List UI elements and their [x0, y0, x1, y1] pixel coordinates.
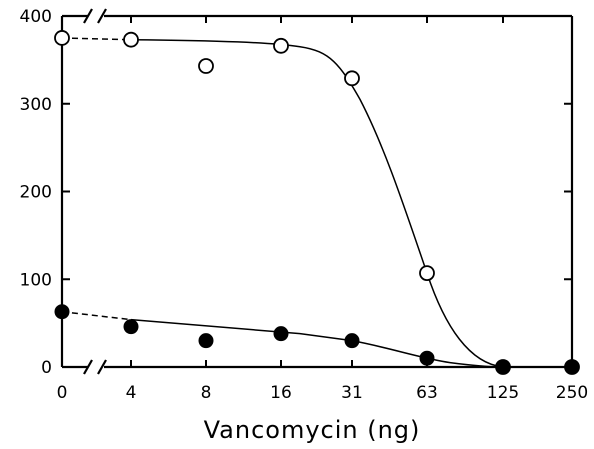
open-series-fit-line — [130, 38, 572, 368]
filled-circle-point — [198, 333, 214, 349]
y-tick-label: 100 — [20, 270, 52, 290]
filled-circle-point — [273, 326, 289, 342]
filled-circle-point — [495, 359, 511, 375]
y-tick-label: 400 — [20, 7, 52, 27]
open-circle-point — [273, 37, 289, 54]
open-circle-point — [198, 58, 214, 74]
x-axis-title: Vancomycin (ng) — [204, 416, 421, 444]
x-tick-label: 63 — [416, 383, 438, 403]
filled-circle-point — [564, 359, 580, 375]
filled-circle-point — [344, 333, 360, 349]
y-tick-label: 0 — [41, 358, 52, 378]
top-break — [83, 8, 107, 24]
plot-frame — [60, 8, 574, 375]
open-series-dashed-line — [61, 37, 132, 41]
x-tick-label: 125 — [487, 383, 519, 403]
fit-lines — [61, 37, 572, 368]
filled-series-dashed-line — [61, 310, 132, 321]
y-tick-label: 200 — [20, 183, 52, 203]
x-axis-break — [83, 359, 107, 375]
open-circle-point — [419, 265, 435, 282]
x-tick-label: 16 — [270, 383, 292, 403]
open-circle-point — [54, 30, 70, 46]
data-points — [54, 30, 580, 375]
filled-circle-point — [123, 319, 139, 335]
filled-series-fit-line — [130, 318, 572, 368]
x-tick-label: 8 — [201, 383, 212, 403]
y-tick-label: 300 — [20, 95, 52, 115]
open-circle-point — [344, 70, 360, 87]
x-tick-label: 31 — [341, 383, 363, 403]
x-tick-label: 0 — [57, 383, 68, 403]
y-axis: 0 100 200 300 400 — [20, 7, 572, 378]
filled-circle-point — [54, 304, 70, 320]
x-axis: 0 4 8 16 31 63 125 250 — [57, 16, 588, 403]
filled-circle-point — [419, 350, 435, 366]
x-tick-label: 4 — [126, 383, 137, 403]
open-circle-point — [123, 31, 139, 48]
x-tick-label: 250 — [556, 383, 588, 403]
